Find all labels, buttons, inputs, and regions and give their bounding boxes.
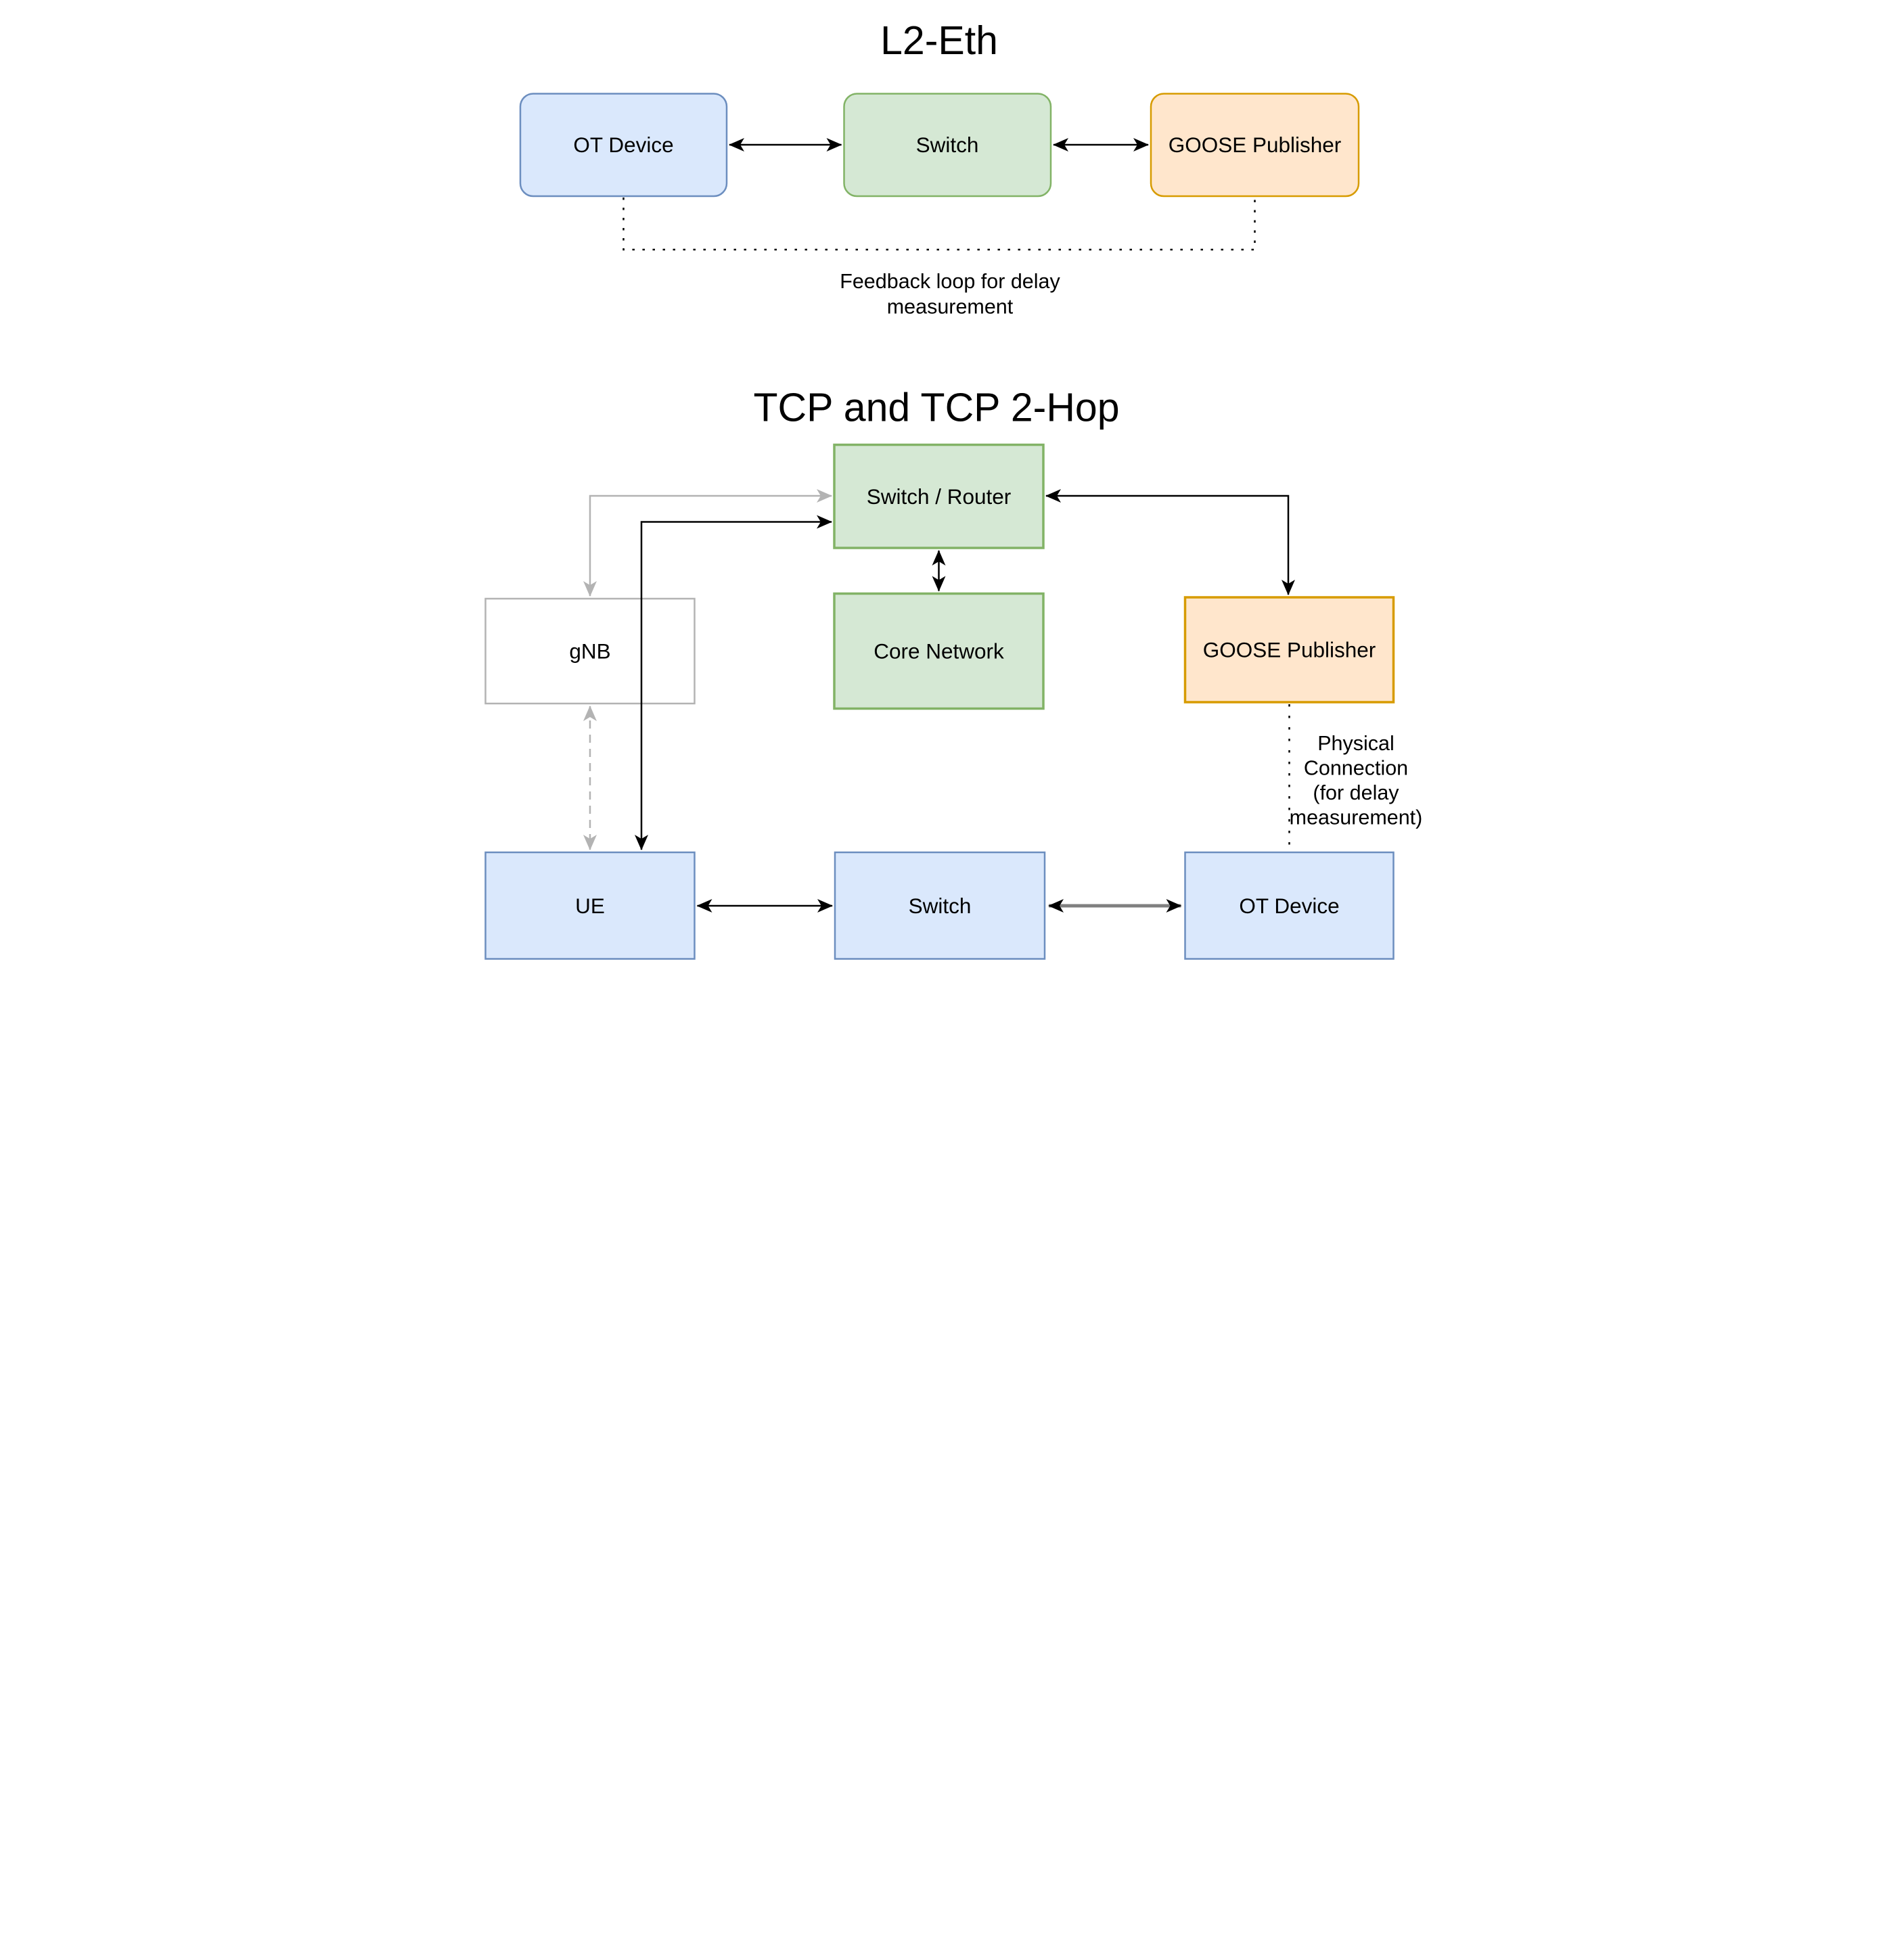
physical-annotation-line2: Connection (1303, 757, 1407, 780)
node-goose-publisher-bottom-shape (1183, 596, 1395, 704)
physical-annotation-line3: (for delay (1313, 781, 1399, 804)
node-ot-device-bottom: OT Device (1183, 851, 1395, 960)
node-core-network: Core Network (832, 592, 1045, 710)
node-ot-device-top: OT Device (519, 93, 727, 198)
node-switch-top: Switch (842, 93, 1051, 198)
node-ue-shape (484, 851, 696, 960)
edge-feedback-loop-dotted (622, 198, 1256, 251)
node-ot-device-top-label: OT Device (573, 133, 673, 157)
feedback-annotation-line1: Feedback loop for delay (840, 270, 1060, 293)
node-goose-publisher-top: GOOSE Publisher (1150, 93, 1359, 198)
network-topology-diagram: L2-Eth OT Device Switch GOOSE Publisher … (476, 0, 1428, 967)
edge-gnb-switchrouter-gray (583, 489, 832, 597)
diagram-page: L2-Eth OT Device Switch GOOSE Publisher … (476, 0, 1428, 967)
edge-ue-switchrouter-black (634, 515, 832, 850)
bottom-diagram-title: TCP and TCP 2-Hop (753, 386, 1119, 430)
node-switch-bottom: Switch (834, 851, 1045, 960)
node-switch-top-label: Switch (915, 133, 978, 157)
node-switch-router: Switch / Router (832, 443, 1045, 549)
node-ot-device-bottom-shape (1183, 851, 1395, 960)
node-ot-device-bottom-label: OT Device (1239, 894, 1339, 918)
node-core-network-label: Core Network (874, 639, 1004, 664)
node-goose-publisher-bottom-label: GOOSE Publisher (1202, 638, 1376, 662)
physical-annotation-line4: measurement) (1289, 806, 1422, 829)
node-switch-top-shape (842, 93, 1051, 198)
edge-switchrouter-goose (1045, 489, 1295, 595)
node-goose-publisher-bottom: GOOSE Publisher (1183, 596, 1395, 704)
node-ot-device-top-shape (519, 93, 727, 198)
node-ue: UE (484, 851, 696, 960)
node-switch-router-shape (832, 443, 1045, 549)
top-diagram-title: L2-Eth (880, 18, 998, 63)
node-switch-bottom-label: Switch (908, 894, 971, 918)
node-gnb-label: gNB (569, 639, 610, 664)
node-core-network-shape (832, 592, 1045, 710)
physical-annotation-line1: Physical (1317, 732, 1395, 755)
node-switch-router-label: Switch / Router (866, 484, 1011, 509)
feedback-annotation-line2: measurement (886, 296, 1013, 319)
node-gnb: gNB (484, 597, 696, 705)
node-goose-publisher-top-label: GOOSE Publisher (1168, 133, 1341, 157)
node-ue-label: UE (575, 894, 605, 918)
node-switch-bottom-shape (834, 851, 1045, 960)
node-goose-publisher-top-shape (1150, 93, 1359, 198)
